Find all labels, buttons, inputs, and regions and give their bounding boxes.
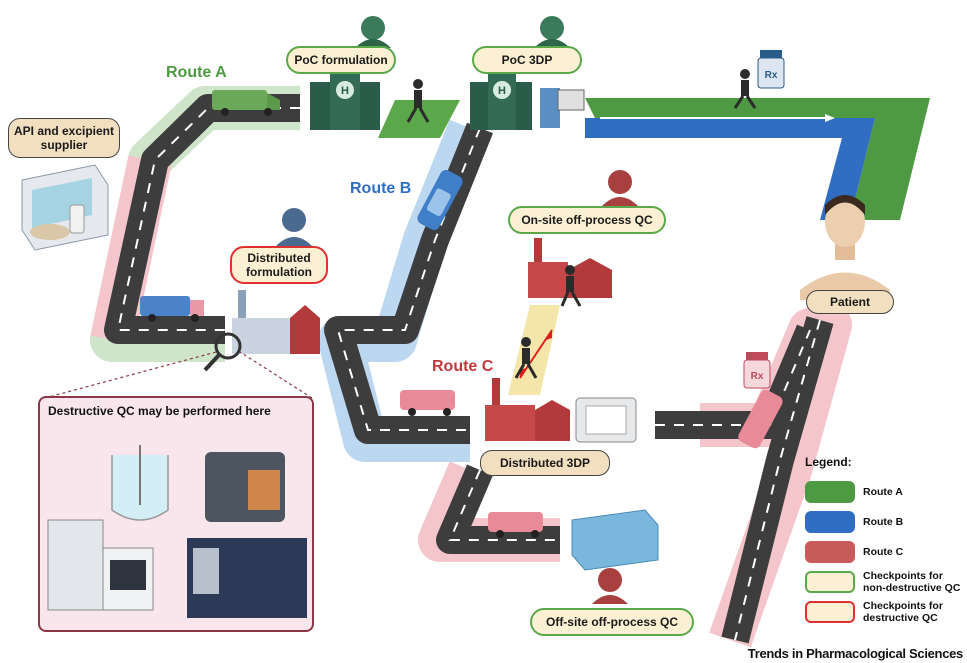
- scientist-icon-distributed: [276, 208, 312, 246]
- printer-icon: [575, 397, 637, 443]
- blue-car-icon: [417, 169, 463, 231]
- legend-label: Route A: [863, 486, 903, 498]
- hospital-icon-a: H: [310, 68, 380, 130]
- legend-swatch: [805, 511, 855, 533]
- distance-arrow: [519, 329, 553, 379]
- blue-van-icon: [140, 296, 204, 322]
- workstation-icon: [540, 88, 585, 128]
- offsite-qc-label: Off-site off-process QC: [530, 608, 694, 636]
- legend-label: Route B: [863, 516, 904, 528]
- legend-label: Route C: [863, 546, 904, 558]
- walking-person-c1: [560, 265, 582, 307]
- svg-text:Rx: Rx: [765, 70, 778, 81]
- distributed-formulation-label: Distributed formulation: [230, 246, 328, 284]
- svg-text:H: H: [498, 85, 506, 97]
- legend-title: Legend:: [805, 455, 852, 469]
- svg-text:Rx: Rx: [751, 371, 764, 382]
- rx-bottle-icon-bottom: Rx: [743, 352, 771, 389]
- warehouse-icon: [21, 164, 109, 251]
- api-supplier-label: API and excipient supplier: [8, 118, 120, 158]
- scientist-icon-onsite: [602, 170, 638, 206]
- doctor-icon-b: [534, 16, 570, 48]
- legend-item: Checkpoints for non-destructive QC: [805, 567, 965, 597]
- doctor-icon-a: [355, 16, 391, 48]
- pink-car-icon: [738, 389, 783, 449]
- highway-to-patient: [585, 98, 930, 220]
- walking-person-a: [406, 79, 430, 123]
- patient-label: Patient: [806, 290, 894, 314]
- legend-label: Checkpoints for destructive QC: [863, 600, 943, 624]
- pink-van-bottom-icon: [488, 512, 543, 538]
- pink-van-c-icon: [400, 390, 455, 416]
- hospital-icon-b: H: [470, 68, 532, 130]
- legend-label: Checkpoints for non-destructive QC: [863, 570, 961, 594]
- rx-bottle-icon-top: Rx: [757, 50, 785, 89]
- poc-formulation-label: PoC formulation: [286, 46, 396, 74]
- legend-swatch: [805, 481, 855, 503]
- walkway-a: [378, 100, 460, 138]
- magnifier-icon: [203, 332, 242, 372]
- legend-item: Route C: [805, 537, 965, 567]
- route-c-label: Route C: [432, 358, 494, 375]
- factory-icon-onsite: [528, 238, 612, 298]
- distributed-3dp-label: Distributed 3DP: [480, 450, 610, 476]
- green-van-icon: [212, 90, 280, 116]
- walkway-c: [508, 305, 560, 395]
- route-a-label: Route A: [166, 64, 227, 81]
- walking-person-c2: [514, 337, 538, 379]
- legend-item: Route B: [805, 507, 965, 537]
- destructive-qc-panel: Destructive QC may be performed here: [38, 396, 314, 632]
- legend-item: Checkpoints for destructive QC: [805, 597, 965, 627]
- legend: Legend: Route A Route B Route C Checkpoints…: [805, 455, 965, 627]
- scientist-icon-offsite: [592, 568, 628, 604]
- legend-item: Route A: [805, 477, 965, 507]
- journal-credit: Trends in Pharmacological Sciences: [747, 646, 964, 661]
- legend-swatch: [805, 571, 855, 593]
- walking-person-highway: [733, 69, 757, 109]
- container-icon: [571, 509, 659, 571]
- poc-3dp-label: PoC 3DP: [472, 46, 582, 74]
- destructive-qc-title: Destructive QC may be performed here: [48, 404, 271, 418]
- route-b-label: Route B: [350, 180, 412, 197]
- factory-icon-distributed: [232, 290, 320, 354]
- legend-swatch: [805, 601, 855, 623]
- legend-swatch: [805, 541, 855, 563]
- svg-text:H: H: [341, 85, 349, 97]
- factory-icon-distributed-3dp: [485, 378, 570, 441]
- onsite-qc-label: On-site off-process QC: [508, 206, 666, 234]
- zoom-line-right: [239, 351, 313, 399]
